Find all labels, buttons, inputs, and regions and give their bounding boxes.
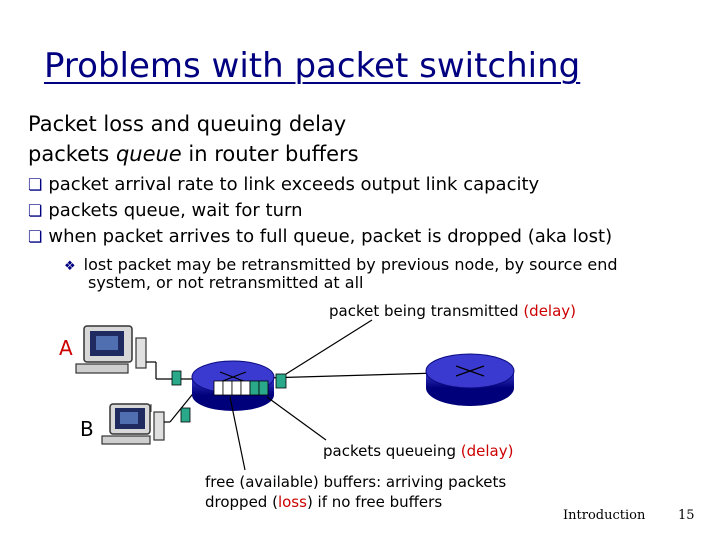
pointer-queueing [266, 396, 327, 441]
label-free-loss: loss [277, 493, 307, 511]
label-free-buffers-1: free (available) buffers: arriving packe… [205, 473, 507, 491]
router-buffer [213, 380, 269, 396]
subtitle-text-queue: queue [115, 142, 182, 166]
label-free-text-c: ) if no free buffers [306, 493, 443, 511]
queued-packet [249, 380, 260, 396]
host-a-label: A [59, 336, 73, 360]
subtitle-line-1: Packet loss and queuing delay [28, 112, 347, 136]
footer-page-number: 15 [678, 508, 695, 523]
label-free-text-a: dropped ( [205, 493, 278, 511]
sub-bullet-line-1: ❖ lost packet may be retransmitted by pre… [64, 255, 618, 274]
bullet-box-icon: ❏ [28, 227, 43, 246]
arriving-packet-a [171, 370, 182, 386]
label-packets-queueing: packets queueing (delay) [323, 442, 513, 460]
bullet-1: ❏ packet arrival rate to link exceeds out… [28, 174, 539, 195]
label-queueing-delay: (delay) [460, 442, 514, 460]
slide-title: Problems with packet switching [44, 46, 581, 86]
label-queueing-text: packets queueing [323, 442, 461, 460]
footer-section: Introduction [563, 508, 646, 523]
transmitted-packet [275, 373, 287, 389]
bullet-3: ❏ when packet arrives to full queue, pack… [28, 226, 612, 247]
bullet-box-icon: ❏ [28, 201, 43, 220]
free-buffer-slot [231, 380, 242, 396]
label-free-buffers-2: dropped (loss) if no free buffers [205, 493, 442, 511]
subtitle-line-2: packets queue in router buffers [28, 142, 359, 166]
bullet-2: ❏ packets queue, wait for turn [28, 200, 303, 221]
sub-bullet-text-1: lost packet may be retransmitted by prev… [83, 255, 618, 274]
pointer-transmitted [285, 319, 373, 375]
arriving-packet-b [180, 407, 191, 423]
pointer-free-buffers [229, 396, 246, 471]
queued-packet [258, 380, 269, 396]
host-b-label: B [80, 417, 94, 441]
label-packet-transmitted: packet being transmitted (delay) [329, 302, 576, 320]
diamond-bullet-icon: ❖ [64, 259, 76, 274]
label-transmitted-text: packet being transmitted [329, 302, 524, 320]
subtitle-text-c: in router buffers [181, 142, 359, 166]
computer-a-icon [75, 325, 147, 374]
subtitle-text-a: packets [28, 142, 116, 166]
free-buffer-slot [240, 380, 251, 396]
label-transmitted-delay: (delay) [523, 302, 577, 320]
free-buffer-slot [213, 380, 224, 396]
free-buffer-slot [222, 380, 233, 396]
bullet-2-text: packets queue, wait for turn [48, 200, 303, 221]
bullet-1-text: packet arrival rate to link exceeds outp… [48, 174, 540, 195]
computer-b-icon [101, 403, 165, 445]
bullet-box-icon: ❏ [28, 175, 43, 194]
router-2-icon [425, 353, 515, 406]
sub-bullet-line-2: system, or not retransmitted at all [88, 273, 364, 292]
bullet-3-text: when packet arrives to full queue, packe… [48, 226, 613, 247]
